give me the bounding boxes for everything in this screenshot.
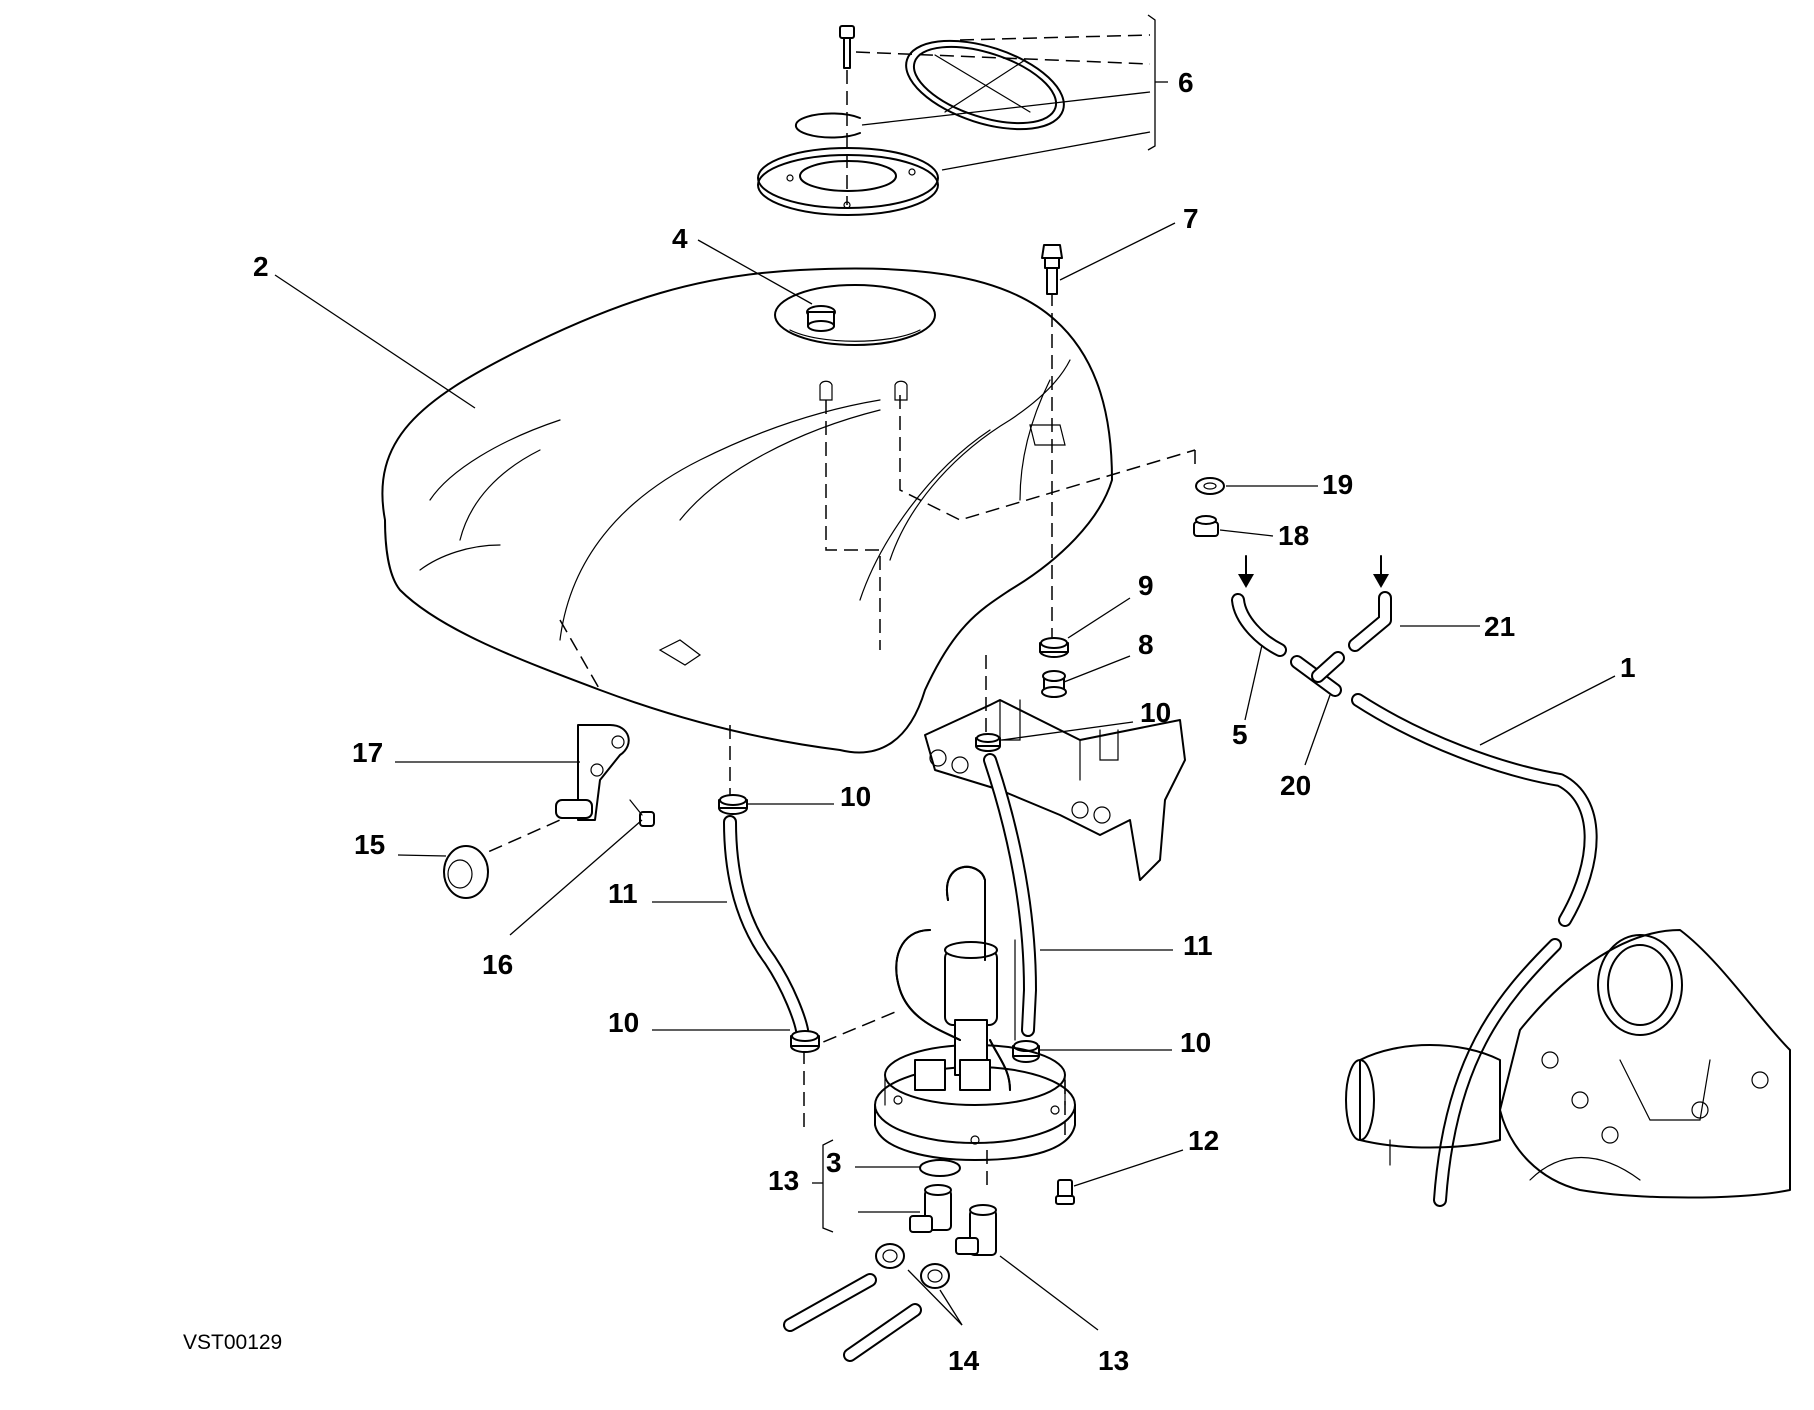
callout-8: 8 bbox=[1138, 629, 1154, 660]
grommet-10-bottom-right bbox=[1012, 1040, 1040, 1063]
vent-arrows bbox=[1238, 555, 1389, 588]
vent-hose-21 bbox=[1348, 591, 1392, 652]
leader-lines bbox=[274, 14, 1616, 1331]
callout-11-left: 11 bbox=[608, 878, 638, 909]
breather-hose-11-left bbox=[723, 815, 809, 1037]
callout-labels: 6 4 2 7 19 18 9 8 21 1 10 5 20 17 10 15 … bbox=[253, 67, 1636, 1376]
callout-4: 4 bbox=[672, 223, 688, 254]
fuel-lines bbox=[783, 1273, 922, 1362]
callout-21: 21 bbox=[1484, 611, 1515, 642]
fuel-pump-assembly bbox=[874, 866, 1076, 1161]
vent-hose-5 bbox=[1231, 593, 1287, 657]
side-bracket-17 bbox=[555, 724, 630, 821]
elbow-fitting-13-right bbox=[955, 1204, 997, 1256]
callout-10-bracket: 10 bbox=[1140, 697, 1171, 728]
callout-15: 15 bbox=[354, 829, 385, 860]
pump-screw-12 bbox=[1055, 1179, 1075, 1205]
callout-19: 19 bbox=[1322, 469, 1353, 500]
frame-bracket bbox=[924, 699, 1186, 881]
t-piece-20 bbox=[1290, 651, 1345, 697]
cap-18 bbox=[1193, 515, 1219, 537]
callout-10-lower-left: 10 bbox=[608, 1007, 639, 1038]
callout-14: 14 bbox=[948, 1345, 980, 1376]
washer-19 bbox=[1195, 477, 1225, 495]
callout-1: 1 bbox=[1620, 652, 1636, 683]
breather-hose-11-right bbox=[983, 753, 1037, 1037]
callout-10-upper-left: 10 bbox=[840, 781, 871, 812]
callout-18: 18 bbox=[1278, 520, 1309, 551]
filler-cap-assembly bbox=[757, 25, 1065, 216]
callout-2: 2 bbox=[253, 251, 269, 282]
fuel-tank bbox=[381, 267, 1113, 754]
callout-3: 3 bbox=[826, 1147, 842, 1178]
callout-20: 20 bbox=[1280, 770, 1311, 801]
grommet-10-top-right bbox=[975, 733, 1001, 752]
rubber-cap-15 bbox=[443, 845, 489, 899]
callout-12: 12 bbox=[1188, 1125, 1219, 1156]
callout-5: 5 bbox=[1232, 719, 1248, 750]
hose-clip-14 bbox=[875, 1243, 950, 1289]
callout-13-left: 13 bbox=[768, 1165, 799, 1196]
callout-10-lower-right: 10 bbox=[1180, 1027, 1211, 1058]
grommet-10-top-left bbox=[718, 794, 748, 815]
rubber-mount-9 bbox=[1039, 637, 1069, 658]
callout-16: 16 bbox=[482, 949, 513, 980]
collar-8 bbox=[1041, 670, 1067, 698]
elbow-fitting-13-left bbox=[909, 1184, 952, 1233]
engine-crankcase bbox=[1345, 929, 1791, 1199]
callout-17: 17 bbox=[352, 737, 383, 768]
callout-9: 9 bbox=[1138, 570, 1154, 601]
tank-bolt bbox=[1041, 244, 1063, 295]
callout-11-right: 11 bbox=[1183, 930, 1213, 961]
callout-13-right: 13 bbox=[1098, 1345, 1129, 1376]
callout-6: 6 bbox=[1178, 67, 1194, 98]
vent-hose-1 bbox=[1351, 693, 1598, 1207]
diagram-reference-code: VST00129 bbox=[183, 1331, 282, 1354]
grommet-10-bottom-left bbox=[790, 1030, 820, 1053]
callout-7: 7 bbox=[1183, 203, 1199, 234]
o-ring-3 bbox=[919, 1159, 961, 1177]
screw-16 bbox=[629, 799, 655, 827]
filler-grommet bbox=[806, 305, 836, 332]
